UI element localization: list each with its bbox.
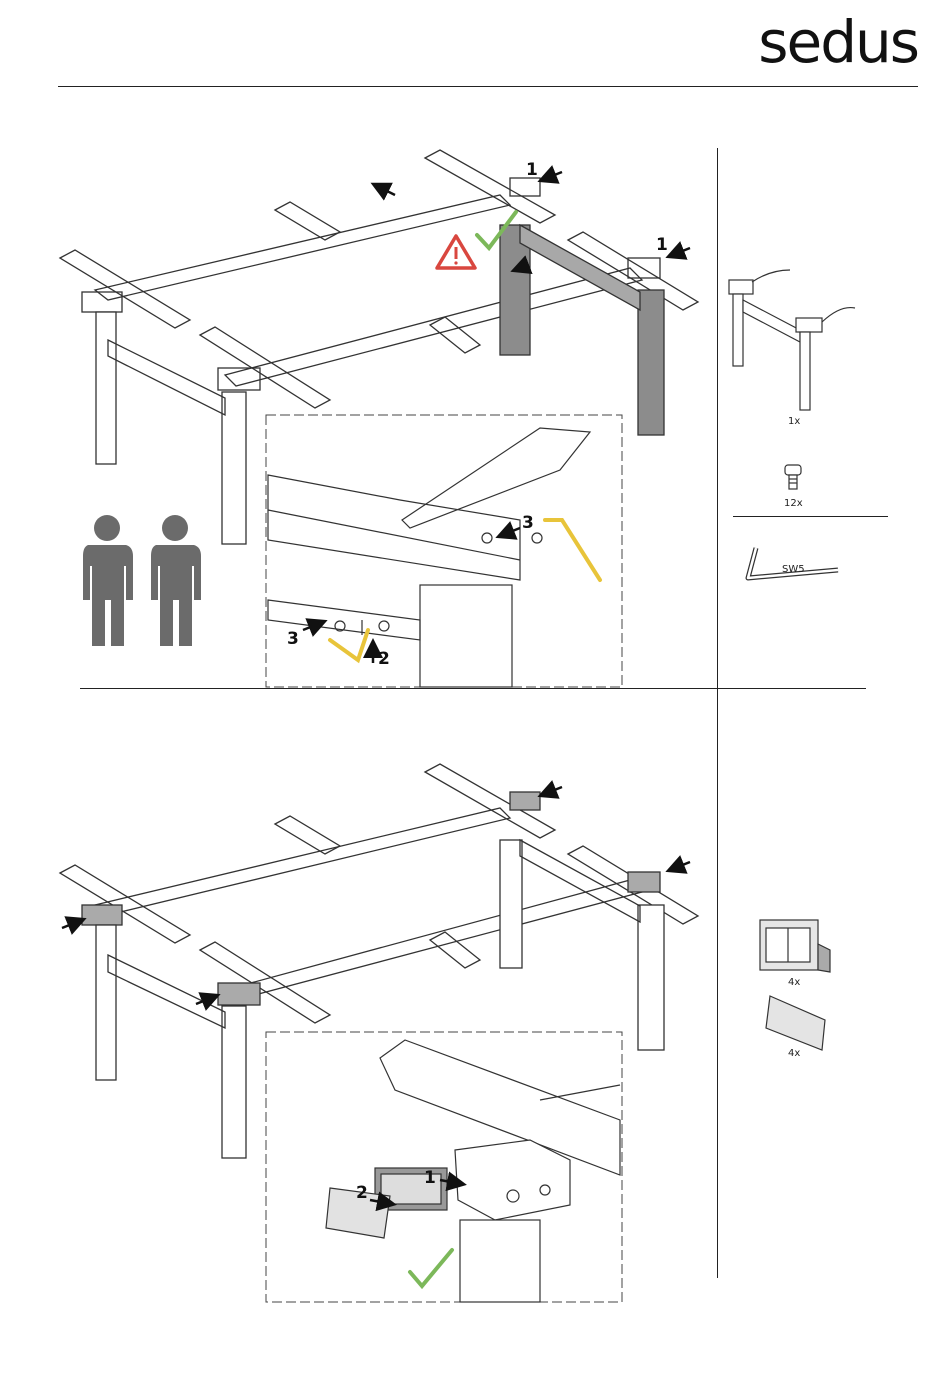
- step1-detail-drawing: [268, 428, 590, 687]
- callout-detail-1: 1: [424, 1168, 436, 1188]
- cover-quantity: 4x: [788, 977, 800, 988]
- plate-quantity: 4x: [788, 1048, 800, 1059]
- checkmark-icon-step2: [410, 1250, 452, 1286]
- screw-quantity: 12x: [784, 498, 803, 509]
- screw-icon: [785, 465, 801, 489]
- part-side-frame: [729, 270, 855, 410]
- frame-quantity: 1x: [788, 416, 800, 427]
- callout-1-right: 1: [656, 235, 668, 255]
- callout-3-upper: 3: [522, 513, 534, 533]
- cover-cap-part: [760, 920, 830, 972]
- tool-label: SW5: [782, 564, 805, 575]
- cover-plate-part: [766, 996, 825, 1050]
- allen-key-upper: [545, 520, 600, 580]
- callout-1-left: 1: [526, 160, 538, 180]
- callout-2: 2: [378, 649, 390, 669]
- callout-3-lower: 3: [287, 629, 299, 649]
- two-person-icon: [83, 515, 201, 646]
- callout-detail-2: 2: [356, 1183, 368, 1203]
- step2-table-frame: [60, 764, 698, 1158]
- warning-icon: [437, 236, 475, 268]
- step1-table-frame: [60, 150, 698, 544]
